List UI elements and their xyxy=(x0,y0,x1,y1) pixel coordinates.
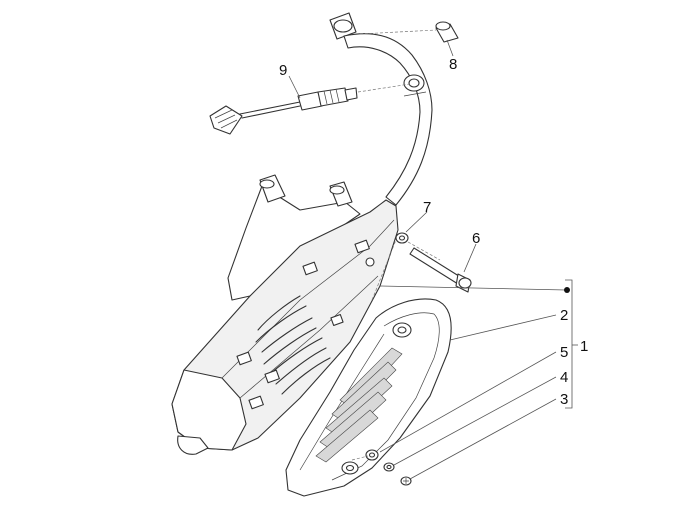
callout-2: 2 xyxy=(560,307,568,324)
callout-6: 6 xyxy=(472,230,480,247)
callout-9: 9 xyxy=(279,62,287,79)
exhaust-header-pipe xyxy=(329,12,433,206)
lambda-sensor xyxy=(209,87,358,135)
assembly-guides xyxy=(351,29,441,461)
sleeve-part-8 xyxy=(435,21,459,43)
heat-shield xyxy=(285,298,452,497)
callout-1: 1 xyxy=(580,338,588,355)
washer-part-7 xyxy=(395,232,409,244)
grommet-part-5 xyxy=(365,449,379,461)
callout-5: 5 xyxy=(560,344,568,361)
screw-part-3 xyxy=(400,476,412,486)
callout-labels: 9 8 7 6 2 5 4 3 1 xyxy=(279,56,588,408)
callout-4: 4 xyxy=(560,369,568,386)
leader-lines xyxy=(288,39,578,480)
callout-7: 7 xyxy=(423,199,431,216)
reference-dot xyxy=(564,287,570,293)
washer-part-4 xyxy=(383,462,395,472)
callout-8: 8 xyxy=(449,56,457,73)
muffler-body xyxy=(171,174,399,455)
bolt-part-6 xyxy=(409,247,472,293)
callout-3: 3 xyxy=(560,391,568,408)
